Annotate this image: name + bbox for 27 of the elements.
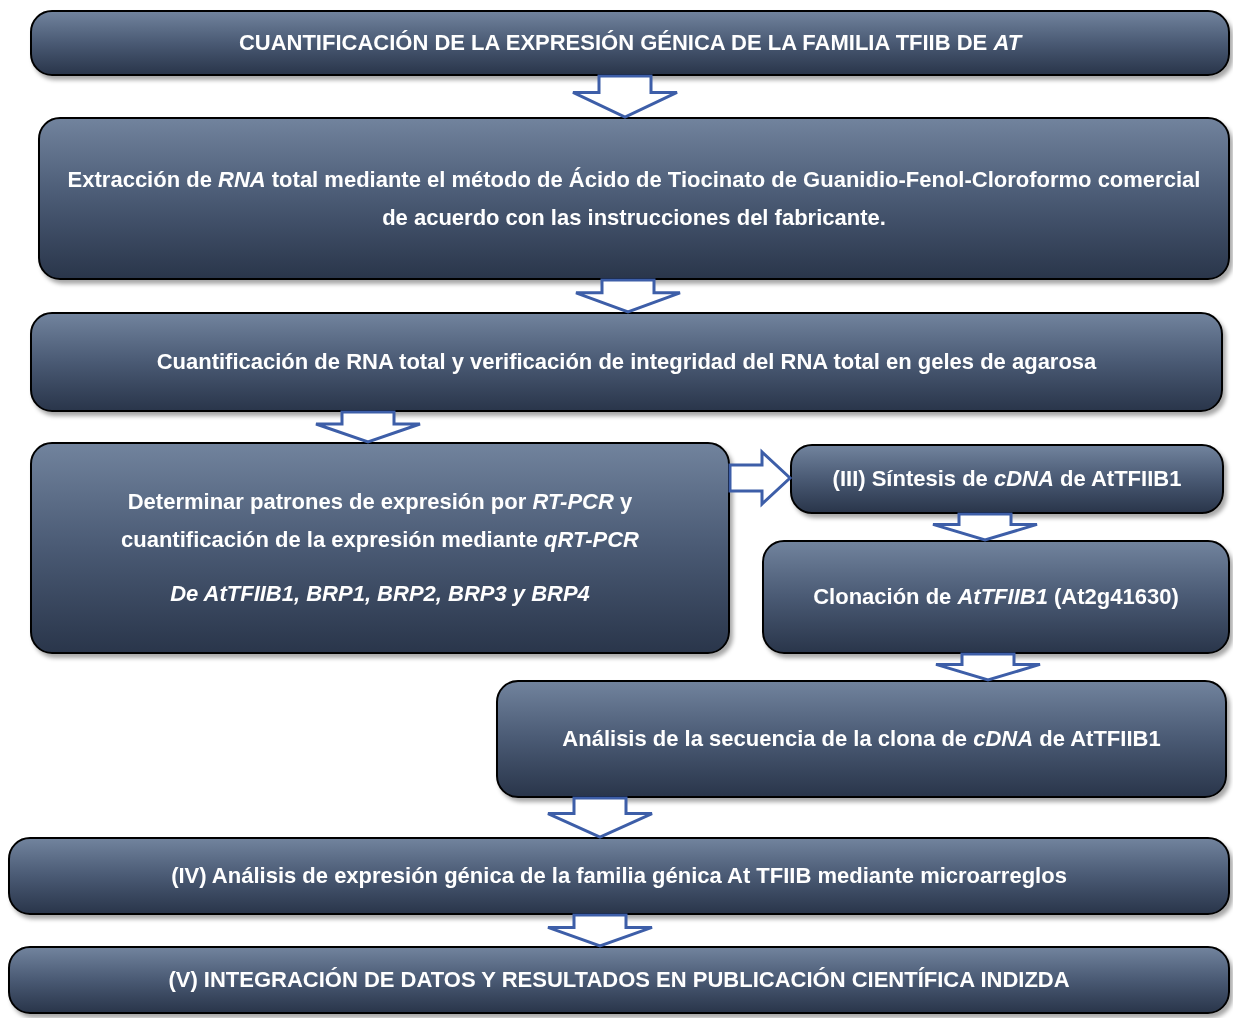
step-text: Clonación de AtTFIIB1 (At2g41630) [813,583,1179,611]
step-text: Determinar patrones de expresión por RT-PCR y cuantificación de la expresión mediante qRT-PCR [120,488,640,554]
process-box [762,540,1230,654]
block-arrow [314,410,422,444]
step-text: (IV) Análisis de expresión génica de la familia génica At TFIIB mediante microarreglos [171,862,1067,890]
block-arrow [571,74,679,119]
process-box [496,680,1227,798]
step-text: Extracción de RNA total mediante el método de Ácido de Tiocinato de Guanidio-Fenol-Cloroformo comercial de acuerdo con las instrucciones del fabricante. [66,165,1202,232]
step-text: Análisis de la secuencia de la clona de cDNA de AtTFIIB1 [562,725,1161,753]
step-text: CUANTIFICACIÓN DE LA EXPRESIÓN GÉNICA DE LA FAMILIA TFIIB DE AT [238,29,1022,57]
process-box [8,837,1230,915]
process-box [30,10,1230,76]
block-arrow [931,512,1039,542]
process-box [8,946,1230,1014]
step-text: (V) INTEGRACIÓN DE DATOS Y RESULTADOS EN PUBLICACIÓN CIENTÍFICA INDIZDA [168,966,1070,994]
step-text: De AtTFIIB1, BRP1, BRP2, BRP3 y BRP4 [170,580,590,608]
process-box [30,312,1223,412]
step-text: Cuantificación de RNA total y verificación de integridad del RNA total en geles de agarosa [156,348,1097,376]
process-box [30,442,730,654]
process-box [38,117,1230,280]
step-text: (III) Síntesis de cDNA de AtTFIIB1 [832,465,1182,493]
block-arrow [546,913,654,948]
block-arrow [934,652,1042,682]
block-arrow [728,448,793,508]
block-arrow [574,278,682,314]
block-arrow [546,796,654,839]
process-box [790,444,1224,514]
